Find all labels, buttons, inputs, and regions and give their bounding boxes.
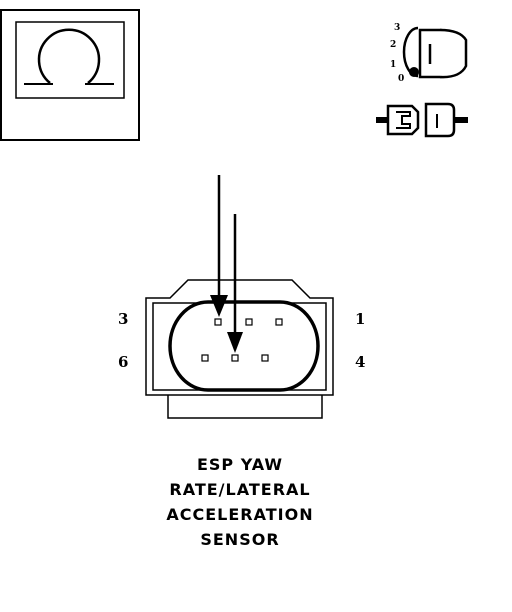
pin-6 (201, 354, 209, 362)
key-position-3: 3 (394, 23, 400, 33)
pin-2 (245, 318, 253, 326)
sensor-caption: ESP YAW RATE/LATERAL ACCELERATION SENSOR (140, 452, 340, 552)
pin-1 (275, 318, 283, 326)
key-position-1: 1 (390, 60, 396, 70)
caption-line-3: ACCELERATION (166, 505, 314, 524)
ignition-key-icon: 3 2 1 0 (390, 23, 468, 84)
arrow-to-pin-3 (210, 175, 228, 317)
pin-5 (231, 354, 239, 362)
pin-label-left-top: 3 (118, 310, 128, 328)
caption-line-4: SENSOR (200, 530, 280, 549)
caption-line-2: RATE/LATERAL (169, 480, 311, 499)
key-position-0: 0 (398, 74, 404, 84)
pin-label-right-top: 1 (355, 310, 365, 328)
connector-icon (376, 102, 468, 138)
ohm-icon (37, 28, 101, 84)
pin-label-right-bottom: 4 (355, 353, 365, 371)
sensor-connector (145, 279, 334, 419)
caption-line-1: ESP YAW (196, 455, 284, 474)
arrow-to-pin-5 (227, 214, 243, 353)
pin-3 (214, 318, 222, 326)
pin-4 (261, 354, 269, 362)
key-position-2: 2 (390, 40, 396, 50)
ohm-symbol-box (0, 9, 140, 141)
pin-label-left-bottom: 6 (118, 353, 128, 371)
